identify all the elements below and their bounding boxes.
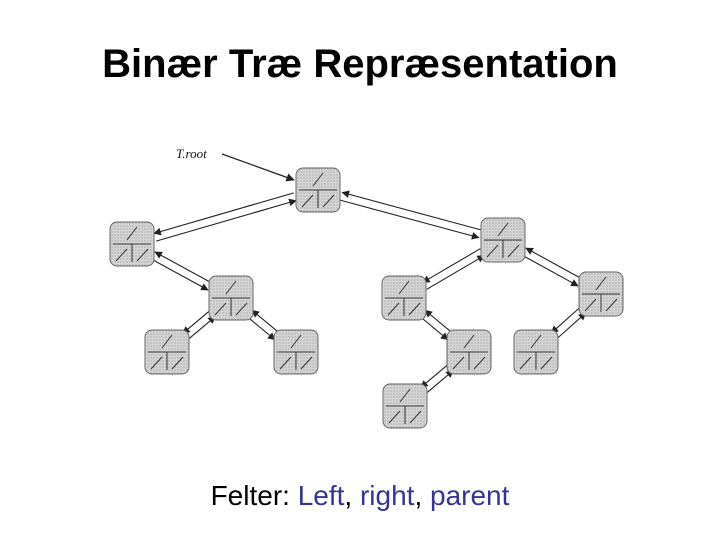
- tree-node: [295, 167, 341, 213]
- left-slot-mark: [279, 356, 292, 370]
- left-slot-mark: [214, 302, 227, 316]
- root-pointer-label: T.root: [176, 146, 207, 161]
- left-slot-mark: [301, 194, 314, 208]
- left-slot-mark: [452, 356, 465, 370]
- left-slot-mark: [388, 410, 401, 424]
- parent-slot-mark: [399, 388, 411, 403]
- child-pointer-arrow: [150, 258, 209, 291]
- left-slot-mark: [387, 302, 400, 316]
- child-pointer-arrow: [422, 248, 481, 283]
- field-right: right: [359, 480, 415, 511]
- tree-node: [208, 275, 254, 321]
- tree-node: [480, 217, 526, 263]
- right-slot-mark: [473, 356, 486, 370]
- parent-slot-mark: [595, 276, 607, 291]
- parent-slot-mark: [225, 280, 237, 295]
- field-left: Left: [297, 480, 345, 511]
- fields-caption: Felter: Left, right, parent: [0, 480, 720, 512]
- tree-nodes: [109, 167, 624, 429]
- parent-pointer-arrow: [426, 255, 485, 290]
- parent-pointer-arrow: [424, 309, 454, 335]
- right-slot-mark: [507, 244, 520, 258]
- tree-node: [446, 329, 492, 375]
- parent-pointer-arrow: [156, 198, 297, 242]
- child-pointer-arrow: [550, 306, 581, 334]
- right-slot-mark: [409, 410, 422, 424]
- child-pointer-arrow: [246, 315, 276, 341]
- parent-slot-mark: [126, 226, 138, 241]
- left-slot-mark: [584, 298, 597, 312]
- child-pointer-arrow: [420, 363, 449, 388]
- parent-pointer-arrow: [187, 316, 216, 341]
- child-pointer-arrow: [182, 309, 211, 334]
- left-slot-mark: [519, 356, 532, 370]
- fields-prefix: Felter:: [210, 480, 298, 511]
- tree-node: [513, 329, 559, 375]
- fields-separator: ,: [414, 480, 431, 511]
- field-parent: parent: [430, 480, 510, 511]
- tree-node: [109, 221, 155, 267]
- child-pointer-arrow: [419, 315, 449, 341]
- parent-pointer-arrow: [525, 247, 583, 280]
- tree-node: [578, 271, 624, 317]
- parent-slot-mark: [312, 172, 324, 187]
- parent-pointer-arrow: [251, 309, 281, 335]
- parent-slot-mark: [463, 334, 475, 349]
- parent-slot-mark: [290, 334, 302, 349]
- child-pointer-arrow: [339, 199, 480, 240]
- root-pointer-arrow: [221, 153, 295, 182]
- right-slot-mark: [136, 248, 149, 262]
- right-slot-mark: [322, 194, 335, 208]
- right-slot-mark: [300, 356, 313, 370]
- right-slot-mark: [235, 302, 248, 316]
- parent-pointer-arrow: [154, 251, 213, 284]
- tree-node: [273, 329, 319, 375]
- tree-node: [382, 383, 428, 429]
- fields-separator: ,: [344, 480, 360, 511]
- tree-node: [381, 275, 427, 321]
- left-slot-mark: [115, 248, 128, 262]
- parent-pointer-arrow: [425, 370, 454, 395]
- tree-edges: [150, 190, 587, 395]
- parent-pointer-arrow: [341, 190, 482, 231]
- parent-slot-mark: [398, 280, 410, 295]
- right-slot-mark: [171, 356, 184, 370]
- parent-slot-mark: [530, 334, 542, 349]
- right-slot-mark: [408, 302, 421, 316]
- child-pointer-arrow: [521, 254, 579, 287]
- parent-slot-mark: [497, 222, 509, 237]
- right-slot-mark: [605, 298, 618, 312]
- page-title: Binær Træ Repræsentation: [102, 42, 618, 86]
- parent-pointer-arrow: [556, 312, 587, 340]
- parent-slot-mark: [161, 334, 173, 349]
- child-pointer-arrow: [153, 192, 294, 236]
- left-slot-mark: [486, 244, 499, 258]
- tree-node: [144, 329, 190, 375]
- right-slot-mark: [540, 356, 553, 370]
- left-slot-mark: [150, 356, 163, 370]
